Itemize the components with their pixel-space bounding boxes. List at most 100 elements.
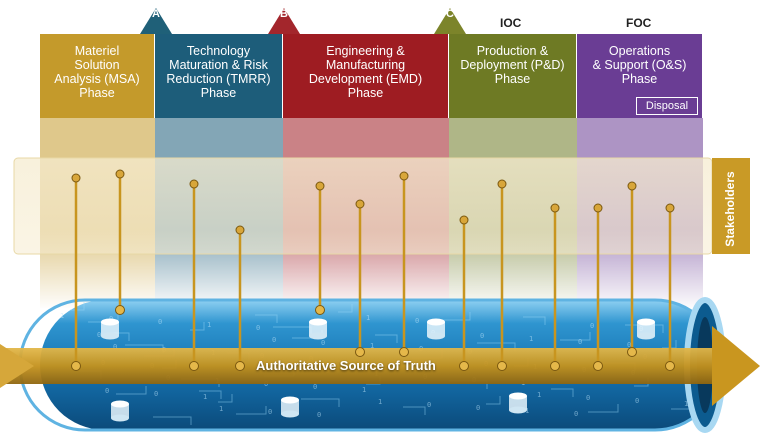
database-top — [111, 400, 129, 408]
binary-glyph: 0 — [476, 404, 480, 412]
binary-glyph: 0 — [158, 318, 162, 326]
database-body — [281, 400, 299, 414]
database-icon — [509, 392, 527, 414]
database-bottom — [281, 410, 299, 418]
binary-glyph: 1 — [203, 393, 207, 401]
database-top — [101, 318, 119, 326]
connector-node-bottom — [355, 347, 365, 357]
connector-node-bottom — [315, 305, 325, 315]
database-icon — [281, 396, 299, 418]
circuit-trace — [301, 398, 340, 407]
database-icon — [101, 318, 119, 340]
phase-tmrr-line: Technology — [186, 44, 251, 58]
ioc-label: IOC — [500, 16, 522, 30]
database-body — [111, 404, 129, 418]
binary-glyph: 0 — [578, 338, 582, 346]
database-top — [637, 318, 655, 326]
connector-node-top — [459, 215, 469, 225]
connector-node-bottom — [235, 361, 245, 371]
foc-label: FOC — [626, 16, 652, 30]
connector-node-top — [315, 181, 325, 191]
binary-glyph: 1 — [684, 400, 688, 408]
circuit-trace — [338, 304, 353, 313]
milestone-triangle — [434, 8, 466, 34]
binary-glyph: 0 — [321, 339, 325, 347]
phase-pd-line: Production & — [476, 44, 549, 58]
disposal-box: Disposal — [636, 97, 698, 115]
phase-pd: Production & Deployment (P&D) Phase — [449, 34, 577, 118]
binary-glyph: 1 — [529, 335, 533, 343]
phase-os-line: & Support (O&S) — [592, 58, 687, 72]
connector-node-top — [399, 171, 409, 181]
connector-node-bottom — [459, 361, 469, 371]
phase-os: Operations & Support (O&S) Phase — [577, 34, 703, 118]
milestone-a-label: A — [152, 8, 160, 20]
connector-node-top — [497, 179, 507, 189]
circuit-trace — [70, 302, 85, 311]
connector-node-top — [71, 173, 81, 183]
binary-glyph: 1 — [378, 398, 382, 406]
circuit-trace — [403, 406, 426, 415]
phase-emd-line: Manufacturing — [325, 58, 406, 72]
milestone-c-label: C — [446, 8, 454, 20]
binary-glyph: 0 — [313, 383, 317, 391]
connector-node-top — [627, 181, 637, 191]
binary-glyph: 1 — [370, 342, 374, 350]
binary-glyph: 0 — [272, 336, 276, 344]
database-body — [309, 322, 327, 336]
circuit-trace — [560, 332, 591, 341]
phase-msa: Materiel Solution Analysis (MSA) Phase — [40, 34, 155, 118]
stakeholders-tab — [712, 158, 750, 254]
binary-glyph: 0 — [154, 390, 158, 398]
database-top — [427, 318, 445, 326]
binary-glyph: 0 — [586, 394, 590, 402]
connector-node-bottom — [550, 361, 560, 371]
binary-glyph: 1 — [219, 405, 223, 413]
circuit-trace — [588, 404, 619, 413]
binary-glyph: 0 — [317, 411, 321, 419]
phase-msa-line: Materiel — [74, 44, 120, 58]
circuit-trace — [255, 314, 278, 323]
binary-glyph: 1 — [207, 321, 211, 329]
connector-node-bottom — [399, 347, 409, 357]
database-bottom — [101, 332, 119, 340]
circuit-trace — [440, 312, 471, 321]
circuit-trace — [116, 386, 147, 395]
binary-glyph: 1 — [525, 407, 529, 415]
database-icon — [309, 318, 327, 340]
connector-node-top — [550, 203, 560, 213]
circuit-trace — [218, 394, 233, 403]
database-body — [427, 322, 445, 336]
stakeholders-label: Stakeholders — [710, 162, 750, 256]
binary-glyph: 0 — [590, 322, 594, 330]
phase-msa-line: Analysis (MSA) — [54, 72, 140, 86]
phase-tmrr-line: Phase — [200, 86, 237, 100]
binary-glyph: 1 — [537, 391, 541, 399]
phase-os-line: Phase — [621, 72, 658, 86]
connector-node-top — [189, 179, 199, 189]
circuit-trace — [375, 334, 398, 343]
binary-glyph: 0 — [480, 332, 484, 340]
circuit-trace — [153, 416, 192, 425]
database-body — [101, 322, 119, 336]
database-body — [509, 396, 527, 410]
binary-glyph: 0 — [574, 410, 578, 418]
connector-node-top — [355, 199, 365, 209]
milestone-triangle — [140, 8, 172, 34]
binary-glyph: 0 — [635, 397, 639, 405]
database-body — [637, 322, 655, 336]
binary-glyph: 0 — [97, 331, 101, 339]
stakeholders-text: Stakeholders — [723, 171, 737, 247]
binary-glyph: 1 — [366, 314, 370, 322]
connector-node-top — [665, 203, 675, 213]
phase-emd-line: Development (EMD) — [308, 72, 423, 86]
connector-node-top — [235, 225, 245, 235]
phase-pd-line: Phase — [494, 72, 531, 86]
phase-os-line: Operations — [608, 44, 671, 58]
connector-node-bottom — [593, 361, 603, 371]
connector-node-bottom — [189, 361, 199, 371]
milestone-triangle — [268, 8, 300, 34]
circuit-trace — [551, 388, 574, 397]
left-arrow-head — [0, 344, 34, 388]
phase-tmrr-line: Reduction (TMRR) — [166, 72, 271, 86]
